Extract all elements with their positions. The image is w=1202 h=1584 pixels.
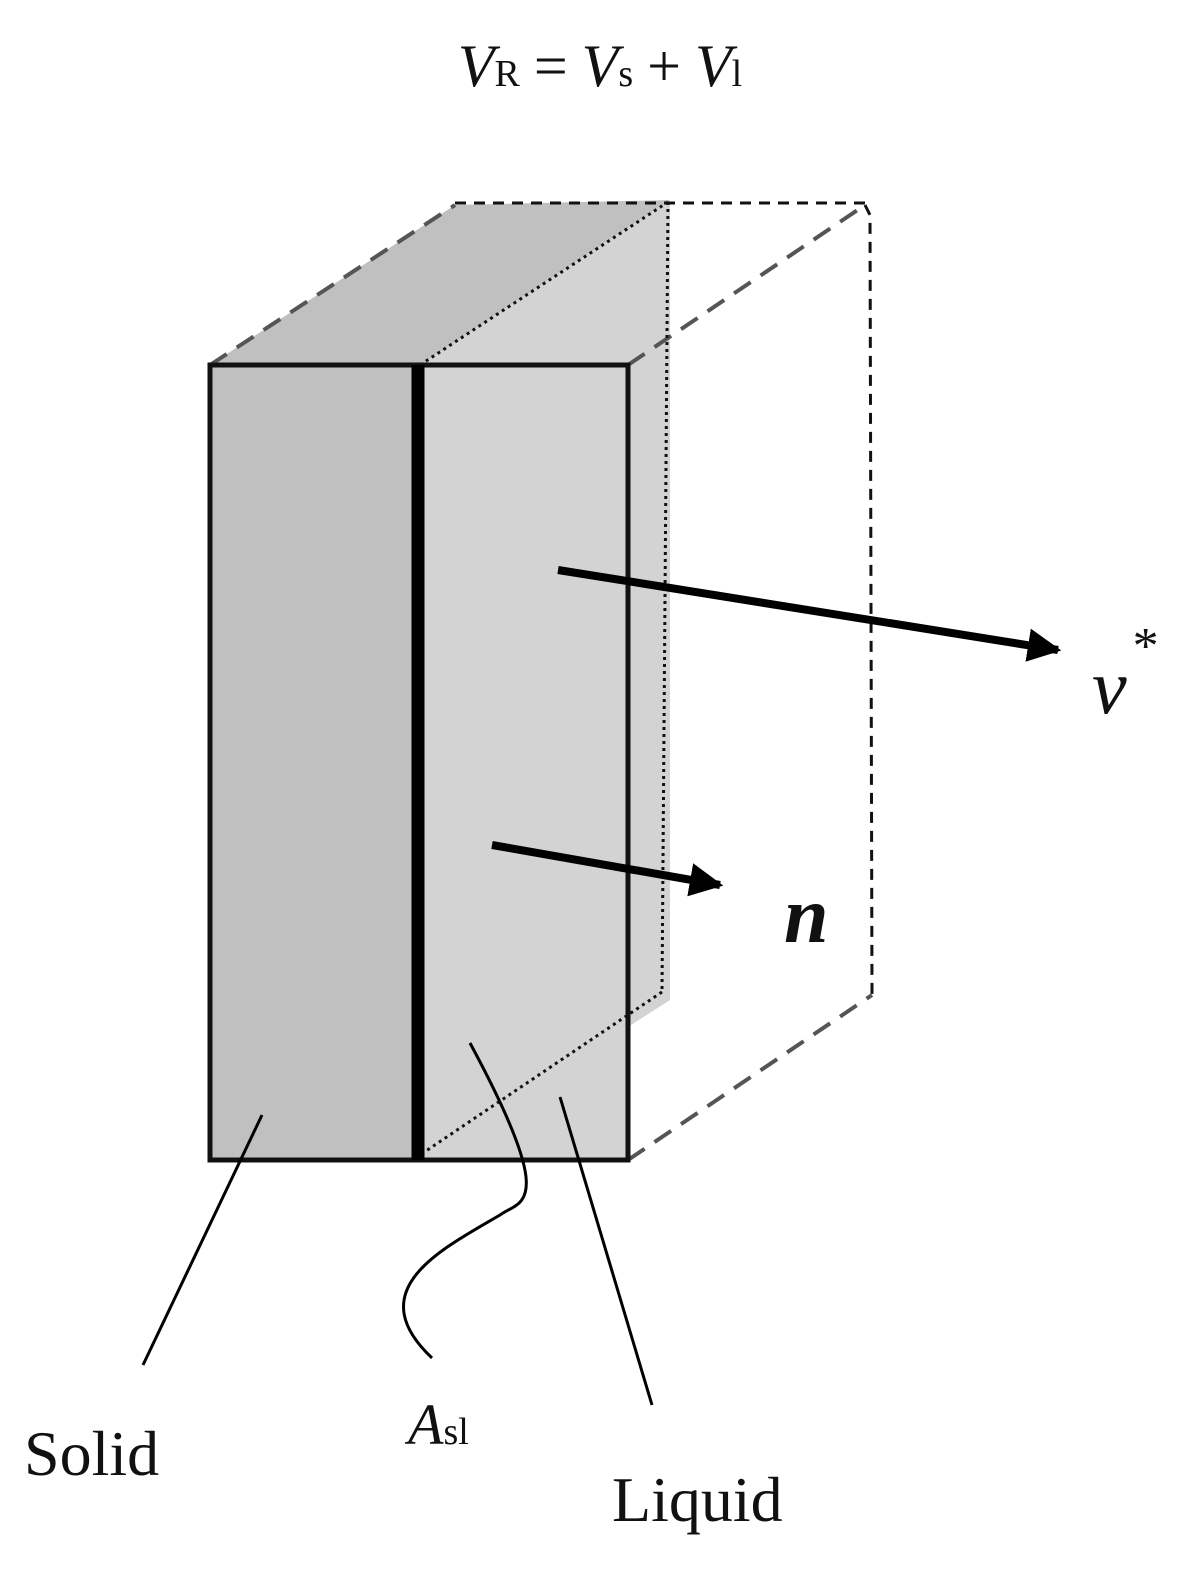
eq-plus: + (647, 33, 681, 99)
liquid-front-face (418, 365, 628, 1160)
velocity-arrow (557, 566, 1062, 662)
interface-leader-line (402, 1042, 528, 1360)
normal-arrow (491, 841, 724, 897)
liquid-leader-line (558, 1096, 654, 1406)
interface-sub: sl (443, 1411, 468, 1453)
liquid-label: Liquid (612, 1464, 783, 1535)
velocity-superscript: * (1133, 618, 1159, 675)
solid-label: Solid (24, 1418, 159, 1489)
normal-label: n (784, 872, 829, 960)
eq-lhs-symbol: V (458, 33, 501, 99)
interface-label: Asl (404, 1392, 469, 1457)
eq-term1-symbol: V (582, 33, 625, 99)
solid-front-face (210, 365, 418, 1160)
volume-equation: VR=Vs+Vl (458, 33, 742, 99)
velocity-symbol: v (1092, 643, 1127, 730)
eq-term1-sub: s (618, 53, 633, 95)
eq-equals: = (534, 33, 568, 99)
eq-lhs-sub: R (494, 53, 520, 95)
eq-term2-symbol: V (695, 33, 738, 99)
solid-top-face (210, 200, 670, 365)
interface-dotted-edges (419, 200, 670, 1157)
velocity-label: v* (1092, 618, 1159, 730)
interface-symbol: A (404, 1392, 444, 1457)
dashed-box-edges (208, 203, 874, 1162)
eq-term2-sub: l (732, 53, 743, 95)
dashed-liquid-boundary (455, 201, 874, 996)
solid-leader-line (141, 1114, 264, 1366)
